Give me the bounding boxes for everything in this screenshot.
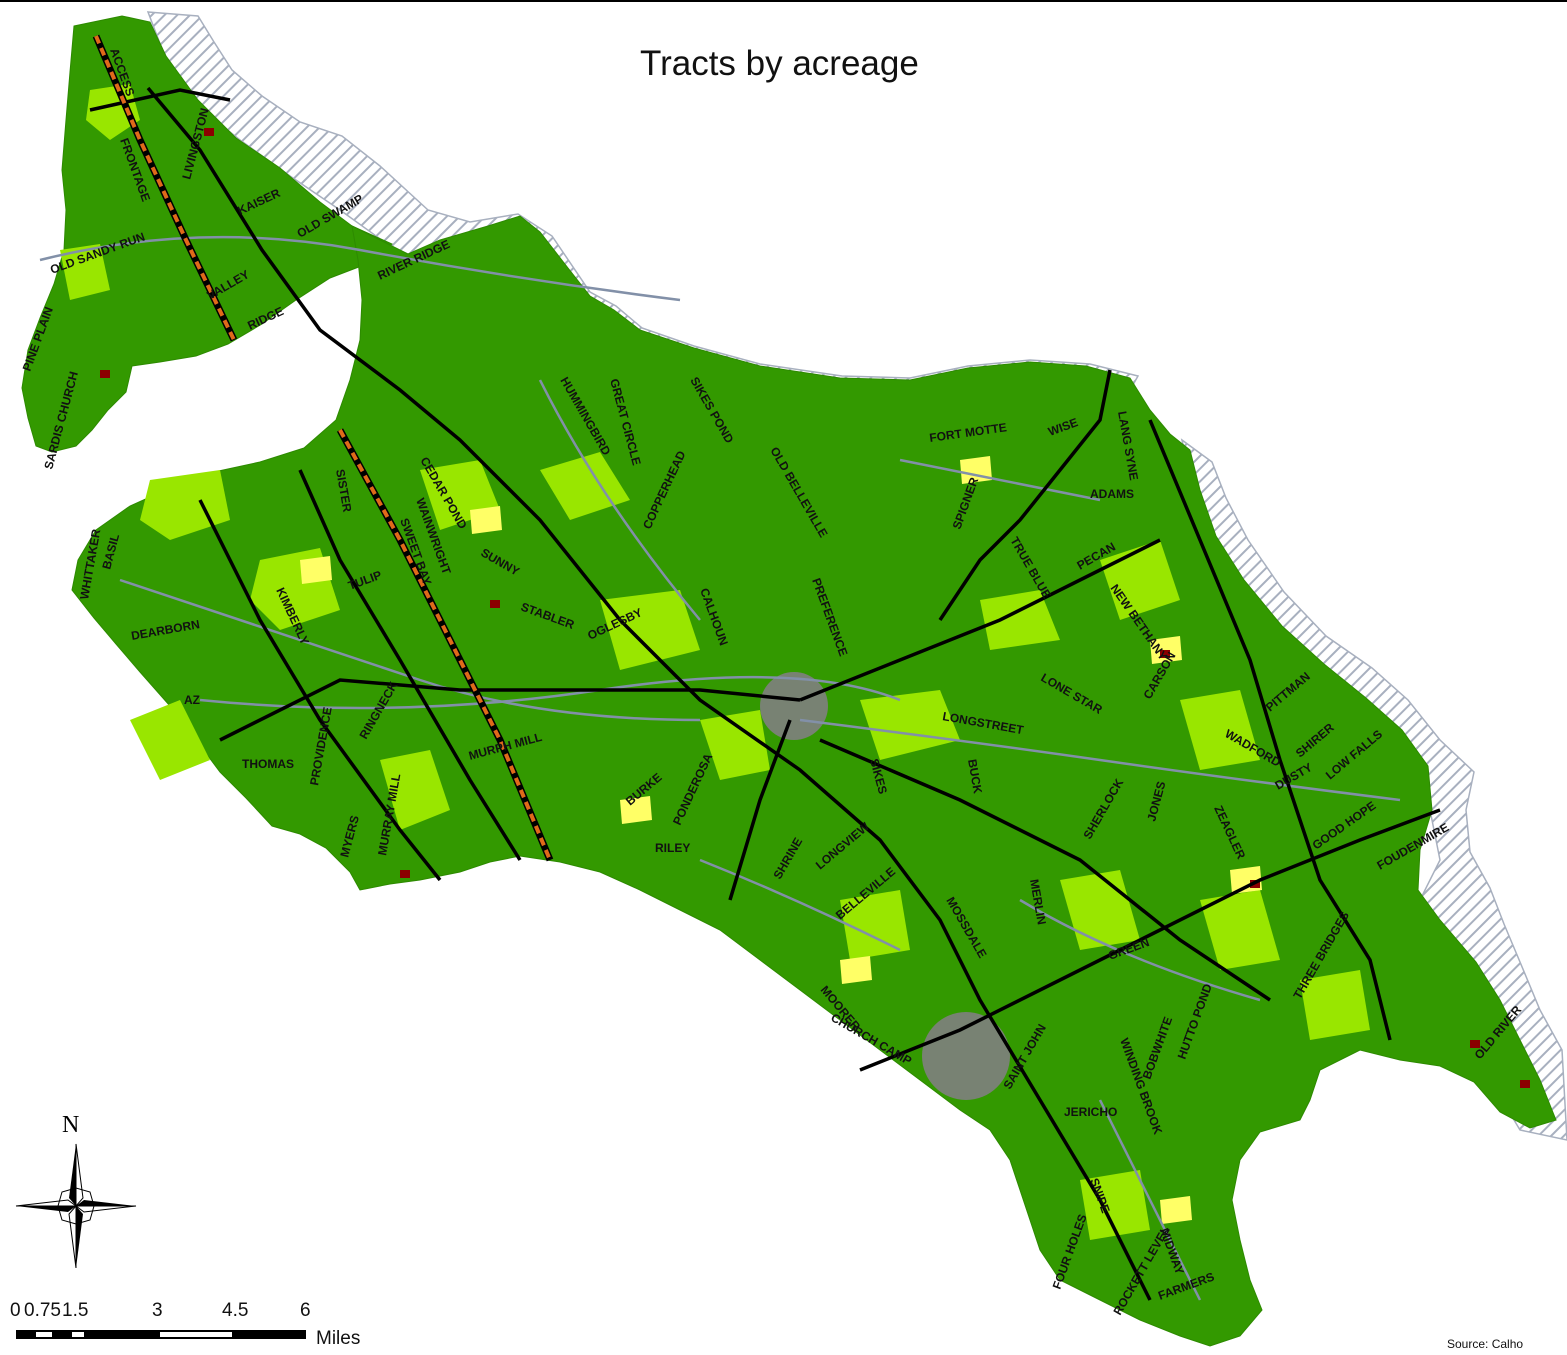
road-label: JERICHO — [1064, 1105, 1117, 1119]
north-arrow-icon — [15, 1143, 137, 1268]
road-label: RILEY — [655, 841, 690, 855]
source-credit: Source: Calho — [1447, 1337, 1524, 1351]
scale-bar: 0 0.75 1.5 3 4.5 6 Miles — [10, 1300, 370, 1349]
town-saint-matthews[interactable] — [760, 672, 828, 740]
scale-tick-3: 3 — [152, 1300, 163, 1321]
tract-medium-patches — [60, 84, 1370, 1240]
road-label: THOMAS — [242, 757, 294, 771]
railroads — [92, 34, 554, 862]
scale-tick-0-75: 0.75 — [24, 1300, 61, 1321]
road-label: BUCK — [965, 758, 985, 795]
scale-tick-0: 0 — [10, 1300, 21, 1321]
scale-units: Miles — [316, 1328, 361, 1349]
town-cameron[interactable] — [922, 1012, 1010, 1100]
scale-tick-1-5: 1.5 — [62, 1300, 89, 1321]
road-label: AZ — [184, 693, 200, 707]
primary-roads — [89, 86, 1441, 1301]
scale-tick-6: 6 — [300, 1300, 311, 1321]
north-label: N — [62, 1112, 80, 1138]
road-label: ADAMS — [1090, 487, 1134, 501]
map-frame-top — [0, 0, 1567, 2]
map-title: Tracts by acreage — [640, 44, 919, 83]
scale-tick-4-5: 4.5 — [222, 1300, 249, 1321]
